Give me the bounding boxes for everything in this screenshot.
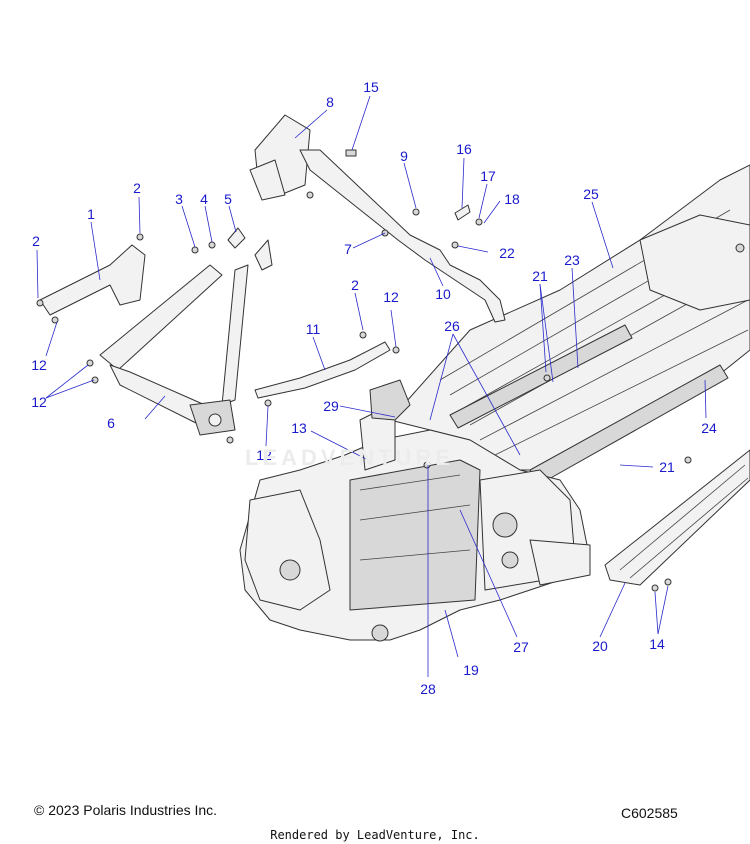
callout-11: 11 (306, 321, 321, 337)
callout-12a: 12 (383, 289, 399, 305)
callout-3: 3 (175, 191, 183, 207)
callout-12c: 12 (31, 394, 47, 410)
callout-21a: 21 (532, 268, 548, 284)
callout-1: 1 (87, 206, 95, 222)
leader-lines (36, 95, 707, 677)
parts-diagram: 1 2 2 2 3 4 5 6 7 8 10 9 11 12 12 12 12 … (31, 79, 750, 697)
watermark: LEADVENTURE (245, 445, 455, 470)
callout-19: 19 (463, 662, 479, 678)
bulkhead-assembly (239, 379, 591, 642)
tunnel-assembly (389, 164, 750, 485)
callout-18: 18 (504, 191, 520, 207)
callout-14: 14 (649, 636, 665, 652)
callout-6: 6 (107, 415, 115, 431)
callout-2c: 2 (351, 277, 359, 293)
callout-7: 7 (344, 241, 352, 257)
callout-13: 13 (291, 420, 307, 436)
callout-27: 27 (513, 639, 529, 655)
steering-support (249, 114, 506, 323)
a-frame (99, 264, 249, 436)
callout-labels: 1 2 2 2 3 4 5 6 7 8 10 9 11 12 12 12 12 … (31, 79, 717, 697)
callout-28: 28 (420, 681, 436, 697)
callout-17: 17 (480, 168, 496, 184)
callout-12d: 12 (256, 447, 272, 463)
callout-22: 22 (499, 245, 515, 261)
callout-24: 24 (701, 420, 717, 436)
callout-9: 9 (400, 148, 408, 164)
callout-8: 8 (326, 94, 334, 110)
callout-2a: 2 (133, 180, 141, 196)
callout-5: 5 (224, 191, 232, 207)
callout-29: 29 (323, 398, 339, 414)
callout-10: 10 (435, 286, 451, 302)
callout-21b: 21 (659, 459, 675, 475)
callout-2b: 2 (32, 233, 40, 249)
diagram-code: C602585 (621, 805, 678, 821)
callout-25: 25 (583, 186, 599, 202)
rendered-by-text: Rendered by LeadVenture, Inc. (270, 828, 480, 842)
callout-15: 15 (363, 79, 379, 95)
callout-23: 23 (564, 252, 580, 268)
copyright-text: © 2023 Polaris Industries Inc. (34, 802, 218, 818)
callout-26: 26 (444, 318, 460, 334)
front-frame-left (39, 244, 146, 316)
brace (254, 341, 391, 399)
callout-12b: 12 (31, 357, 47, 373)
callout-20: 20 (592, 638, 608, 654)
fasteners (36, 204, 692, 592)
running-board (604, 449, 750, 586)
callout-4: 4 (200, 191, 208, 207)
callout-16: 16 (456, 141, 472, 157)
